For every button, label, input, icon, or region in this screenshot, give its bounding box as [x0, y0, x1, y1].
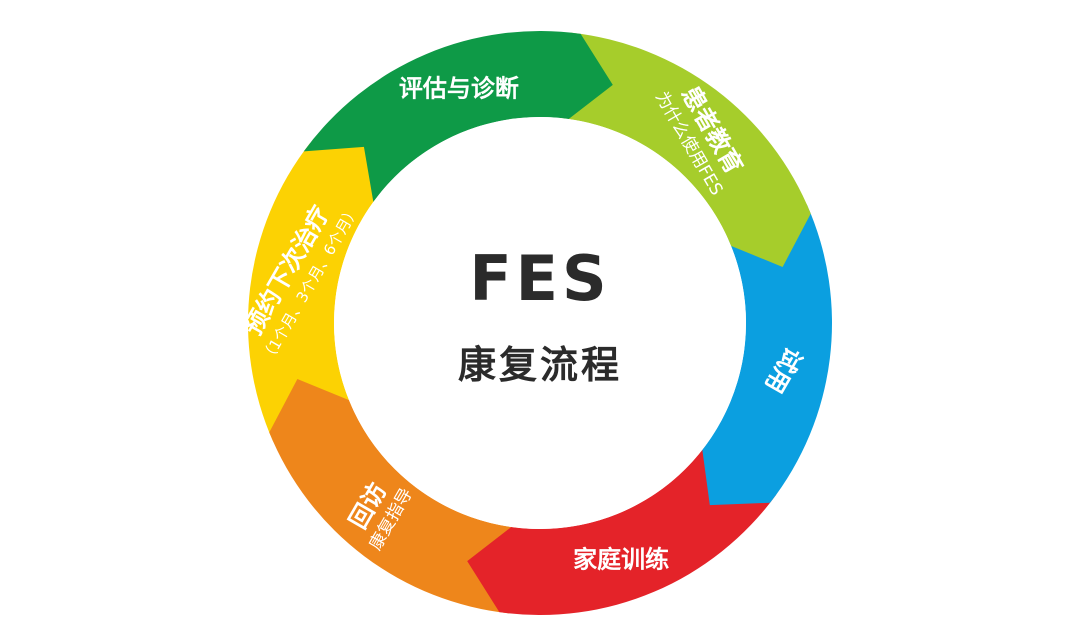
segment-label-assess: 评估与诊断 — [399, 75, 519, 103]
segment-schedule — [247, 140, 378, 442]
segment-followup — [269, 379, 519, 614]
segment-trial — [702, 204, 832, 506]
center-circle — [334, 117, 746, 529]
segment-label-group-home: 家庭训练 — [573, 545, 669, 573]
segment-label-home: 家庭训练 — [573, 545, 669, 573]
segment-home — [467, 444, 777, 615]
segment-assess — [303, 31, 613, 202]
center-subtitle: 康复流程 — [458, 343, 622, 387]
center-title: FES — [469, 242, 610, 315]
segment-label-group-assess: 评估与诊断 — [399, 75, 519, 103]
segment-educate — [561, 32, 811, 267]
